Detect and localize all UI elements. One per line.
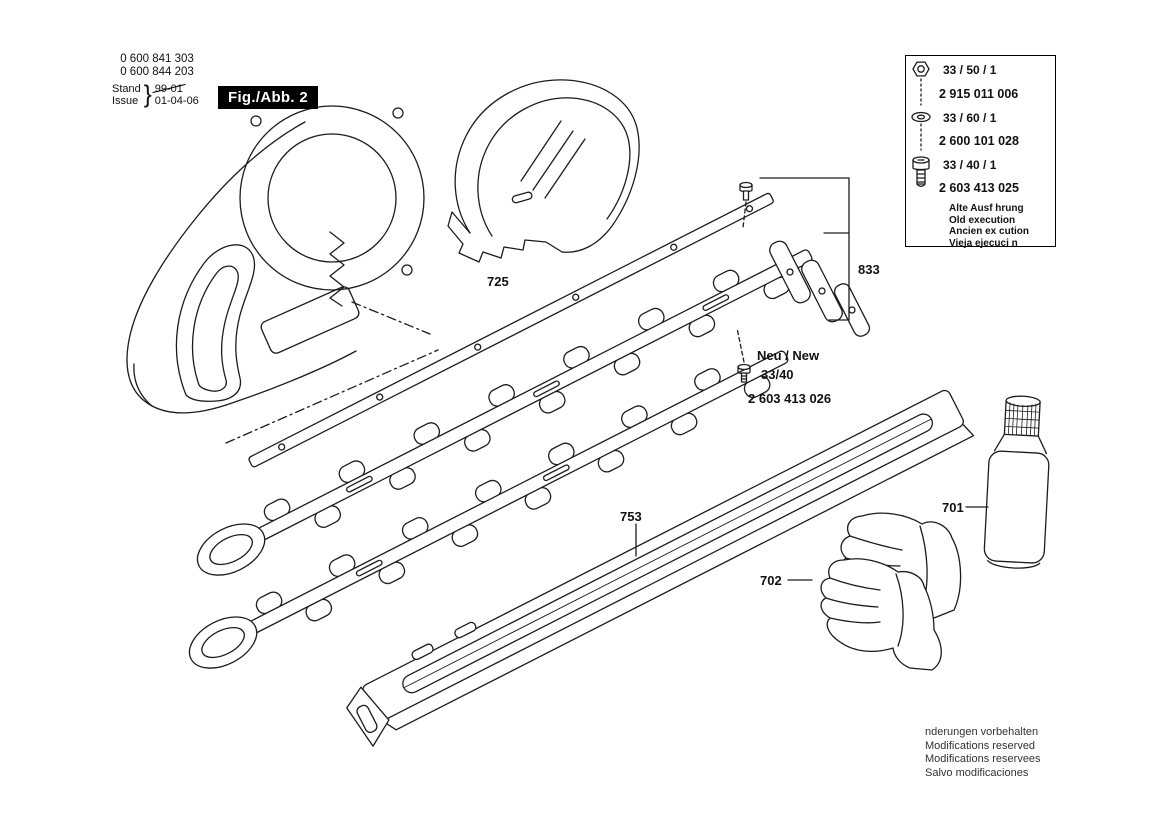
sheath-drawing <box>346 389 975 747</box>
position-ref: 33 / 40 / 1 <box>943 158 997 172</box>
parts-box-icons <box>911 61 931 187</box>
note-line: Alte Ausf hrung <box>949 203 1024 214</box>
bottle-body <box>983 450 1050 564</box>
part-number: 2 603 413 025 <box>939 181 1019 195</box>
screw-icon <box>912 156 930 187</box>
label-plate-drawing <box>260 286 360 354</box>
old-execution-notes: Alte Ausf hrung Old execution Ancien ex … <box>949 203 1029 249</box>
note-line: Old execution <box>949 214 1016 226</box>
callout-new-label: Neu / New <box>757 348 820 363</box>
trimmer-housing-drawing <box>126 105 439 444</box>
type-number-2: 0 600 844 203 <box>120 66 194 78</box>
d-handle-drawing <box>175 244 256 402</box>
modifications-notice: nderungen vorbehalten Modifications rese… <box>925 726 1041 780</box>
figure-label: Fig./Abb. 2 <box>218 86 318 109</box>
lower-blade-drawing <box>188 350 789 669</box>
screw-new-drawing <box>736 327 751 383</box>
revision-block: Stand Issue } 99-01 01-04-06 <box>112 80 199 109</box>
screw-old-drawing <box>739 181 753 229</box>
callout-hand-guard: 725 <box>487 274 509 289</box>
footer-line: Modifications reservees <box>925 753 1041 765</box>
callout-oil-bottle: 701 <box>942 500 964 515</box>
brace-glyph: } <box>143 80 152 109</box>
footer-line: nderungen vorbehalten <box>925 726 1039 738</box>
callout-blade-set: 833 <box>858 262 880 277</box>
part-number: 2 915 011 006 <box>939 87 1019 101</box>
oil-bottle-drawing <box>983 395 1050 569</box>
blade-link-plates-drawing <box>769 240 871 337</box>
position-ref: 33 / 60 / 1 <box>943 111 997 125</box>
hand-guard-drawing <box>447 79 640 263</box>
gloves-drawing <box>820 512 962 671</box>
callout-leader-lines <box>635 177 989 581</box>
upper-blade-drawing <box>196 249 813 576</box>
footer-line: Modifications reserved <box>925 739 1036 752</box>
callout-blade-sheath: 753 <box>620 509 642 524</box>
part-number: 2 600 101 028 <box>939 134 1019 148</box>
issue-label: Issue <box>112 95 139 107</box>
type-number-1: 0 600 841 303 <box>120 53 194 65</box>
parts-reference-box: 33 / 50 / 1 2 915 011 006 33 / 60 / 1 2 … <box>905 55 1056 249</box>
washer-icon <box>911 111 931 123</box>
nut-icon <box>912 61 930 77</box>
type-number-block: 0 600 841 303 0 600 844 203 <box>112 53 202 79</box>
callout-gloves: 702 <box>760 573 782 588</box>
stand-label: Stand <box>112 83 141 95</box>
callout-new-number: 2 603 413 026 <box>748 391 832 406</box>
footer-line: Salvo modificaciones <box>925 766 1029 779</box>
note-line: Vieja ejecuci n <box>949 237 1018 249</box>
callout-new-ref: 33/40 <box>761 367 794 382</box>
superseded-date: 99-01 <box>154 83 183 95</box>
issue-date: 01-04-06 <box>154 95 199 107</box>
note-line: Ancien ex cution <box>949 226 1030 237</box>
support-rail-drawing <box>248 192 774 468</box>
position-ref: 33 / 50 / 1 <box>943 63 997 77</box>
